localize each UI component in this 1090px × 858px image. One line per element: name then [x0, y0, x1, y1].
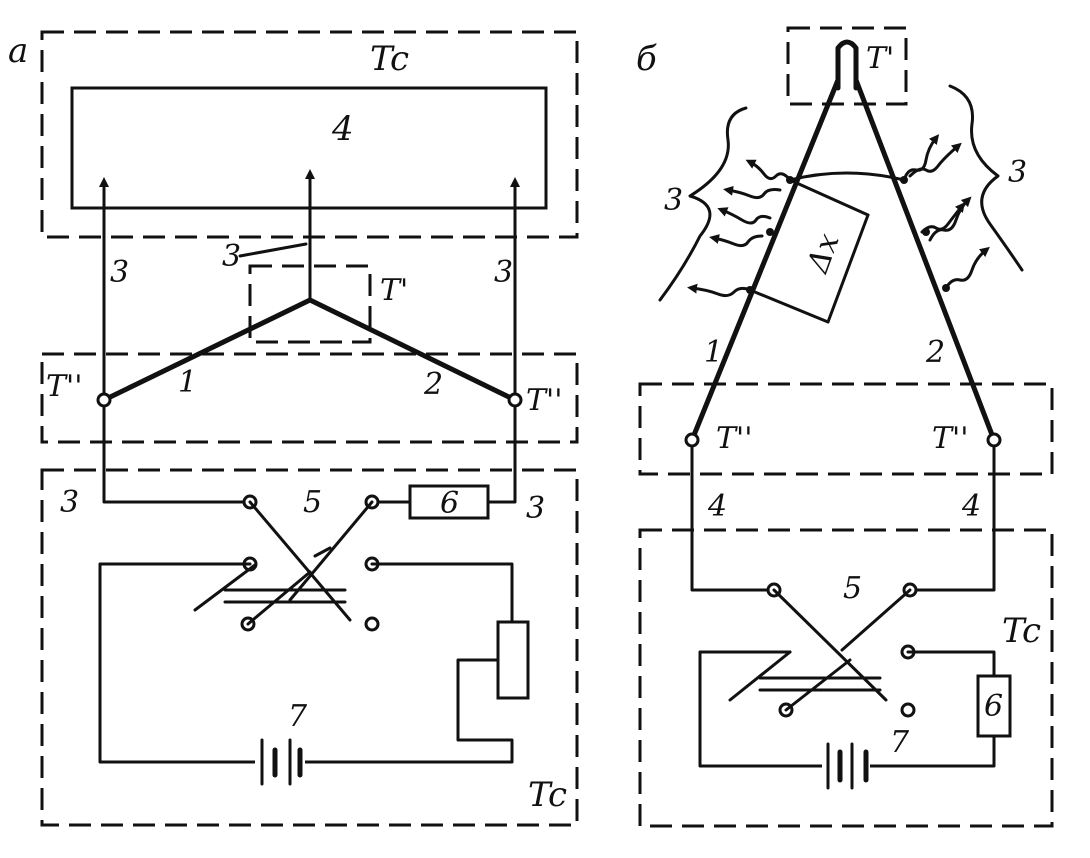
label-7-b: 7 [890, 725, 910, 760]
thermoelectrode-1-b [689, 77, 841, 443]
hot-junction-tip-b [835, 39, 859, 91]
label-tc-top: Tc [370, 39, 409, 79]
label-5-b: 5 [843, 571, 862, 606]
label-7-a: 7 [288, 699, 308, 734]
panel-b: б T' 1 2 Δx 3 [636, 26, 1054, 828]
wire-6-to-battery-b [868, 734, 996, 768]
label-t-double-right-a: T'' [526, 383, 563, 418]
delta-x-dimension [748, 178, 870, 324]
wire-switch-to-rheostat-a [370, 562, 514, 624]
label-t-prime-a: T' [380, 273, 408, 308]
panel-b-letter: б [636, 39, 657, 79]
label-4-left-b: 4 [707, 489, 727, 524]
connection-arc-b [788, 171, 906, 182]
reversing-switch-5-b [728, 582, 918, 718]
cold-junction-left-a [96, 392, 112, 408]
enclosure-t-prime-a [248, 264, 372, 344]
enclosure-bottom-a [40, 468, 579, 827]
label-3-right-b: 3 [1008, 155, 1027, 190]
battery-7-b [822, 742, 870, 790]
lead-right-a [486, 404, 517, 504]
label-6-a: 6 [440, 486, 459, 521]
enclosure-t-double-b [638, 382, 1054, 476]
label-3-right: 3 [494, 255, 513, 290]
panel-a: a Tc 4 3 3 3 T' 1 2 T'' T'' Tc 3 [8, 30, 579, 827]
lead-left-b [690, 444, 774, 592]
enclosure-bottom-b [638, 528, 1054, 828]
label-3-left-b: 3 [664, 183, 683, 218]
label-tc-b: Tc [1002, 611, 1041, 651]
label-2-b: 2 [925, 335, 945, 370]
label-3-bottom-left: 3 [60, 485, 79, 520]
lead-left-a [102, 404, 252, 504]
label-2-a: 2 [423, 367, 443, 402]
thermoelectrode-1-a [101, 297, 313, 403]
wire-battery-left-a [98, 562, 257, 764]
label-3-bottom-right: 3 [526, 491, 545, 526]
cold-junction-right-b [986, 432, 1002, 448]
leader-3-mid [238, 242, 308, 258]
label-t-double-right-b: T'' [932, 421, 969, 456]
label-3-left: 3 [110, 255, 129, 290]
radiation-arrows-left [687, 159, 794, 298]
label-tc-bottom-a: Tc [528, 775, 567, 815]
label-5-a: 5 [303, 485, 322, 520]
radiation-arrows-right [900, 134, 990, 292]
enclosure-t-double-a [40, 352, 579, 444]
resistor-6-a [408, 484, 490, 520]
brace-left-b [658, 106, 748, 302]
label-t-double-left-b: T'' [716, 421, 753, 456]
battery-7-a [255, 738, 305, 786]
label-t-double-left-a: T'' [46, 369, 83, 404]
rheostat-a [496, 620, 530, 700]
wire-battery-left-b [698, 650, 824, 768]
label-6-b: 6 [984, 689, 1003, 724]
wire-rheostat-to-battery-a [298, 658, 514, 764]
label-t-prime-b: T' [866, 41, 894, 76]
label-1-a: 1 [178, 365, 197, 400]
cold-junction-left-b [684, 432, 700, 448]
label-4-right-b: 4 [961, 489, 981, 524]
label-3-mid: 3 [222, 239, 241, 274]
panel-a-letter: a [8, 31, 28, 71]
wire-switch-to-6-b [906, 650, 996, 678]
label-1-b: 1 [704, 335, 723, 370]
label-delta-x: Δx [800, 229, 846, 278]
lead-right-b [910, 444, 996, 592]
cold-junction-right-a [507, 392, 523, 408]
thermoelectrode-2-b [853, 77, 997, 443]
label-4: 4 [331, 109, 354, 149]
thermoelectrode-2-a [307, 297, 518, 403]
brace-right-b [948, 84, 1024, 272]
